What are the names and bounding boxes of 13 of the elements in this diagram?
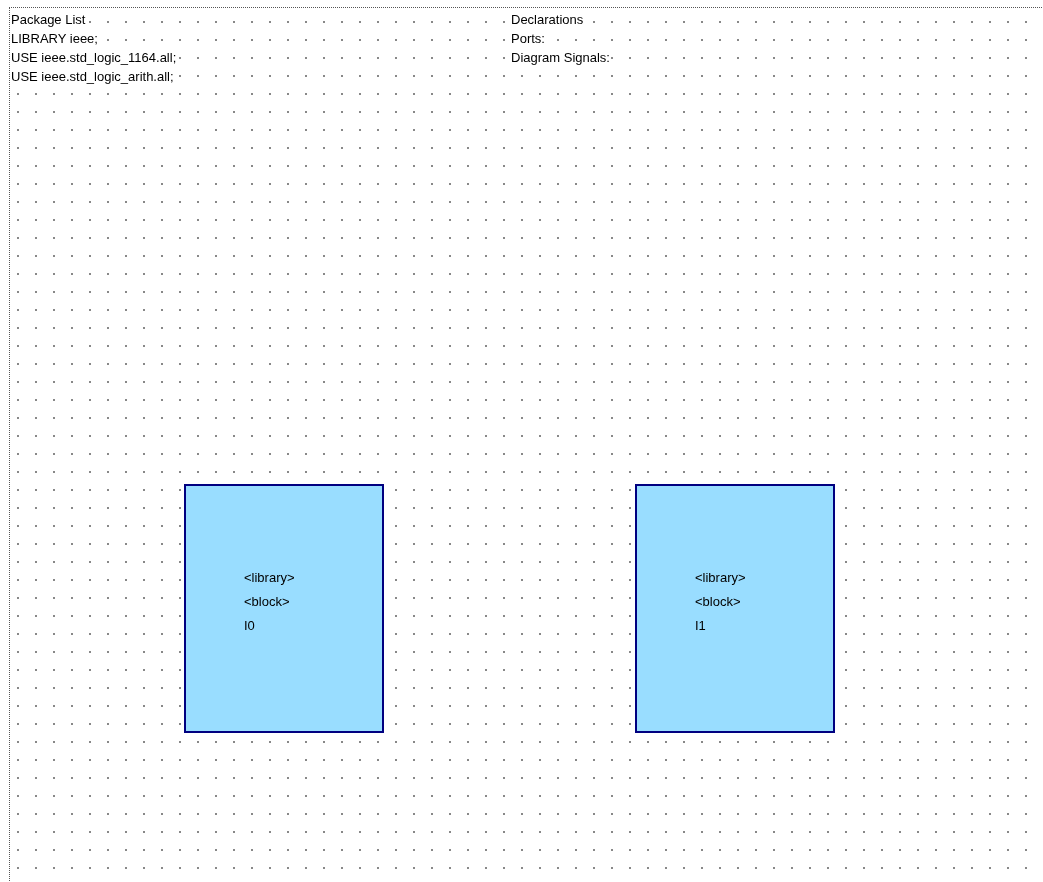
- package-list-text: Package List: [11, 12, 86, 28]
- package-list-text: USE ieee.std_logic_1164.all;: [11, 50, 177, 66]
- library-name: <library>: [244, 570, 295, 586]
- package-list-text: USE ieee.std_logic_arith.all;: [11, 69, 174, 85]
- instance-name: I0: [244, 618, 255, 634]
- library-name: <library>: [695, 570, 746, 586]
- block-instance-box: [184, 484, 384, 733]
- declarations-text: Diagram Signals:: [511, 50, 610, 66]
- package-list-text: LIBRARY ieee;: [11, 31, 98, 47]
- block-name: <block>: [244, 594, 290, 610]
- instance-name: I1: [695, 618, 706, 634]
- block-name: <block>: [695, 594, 741, 610]
- block-instance-box: [635, 484, 835, 733]
